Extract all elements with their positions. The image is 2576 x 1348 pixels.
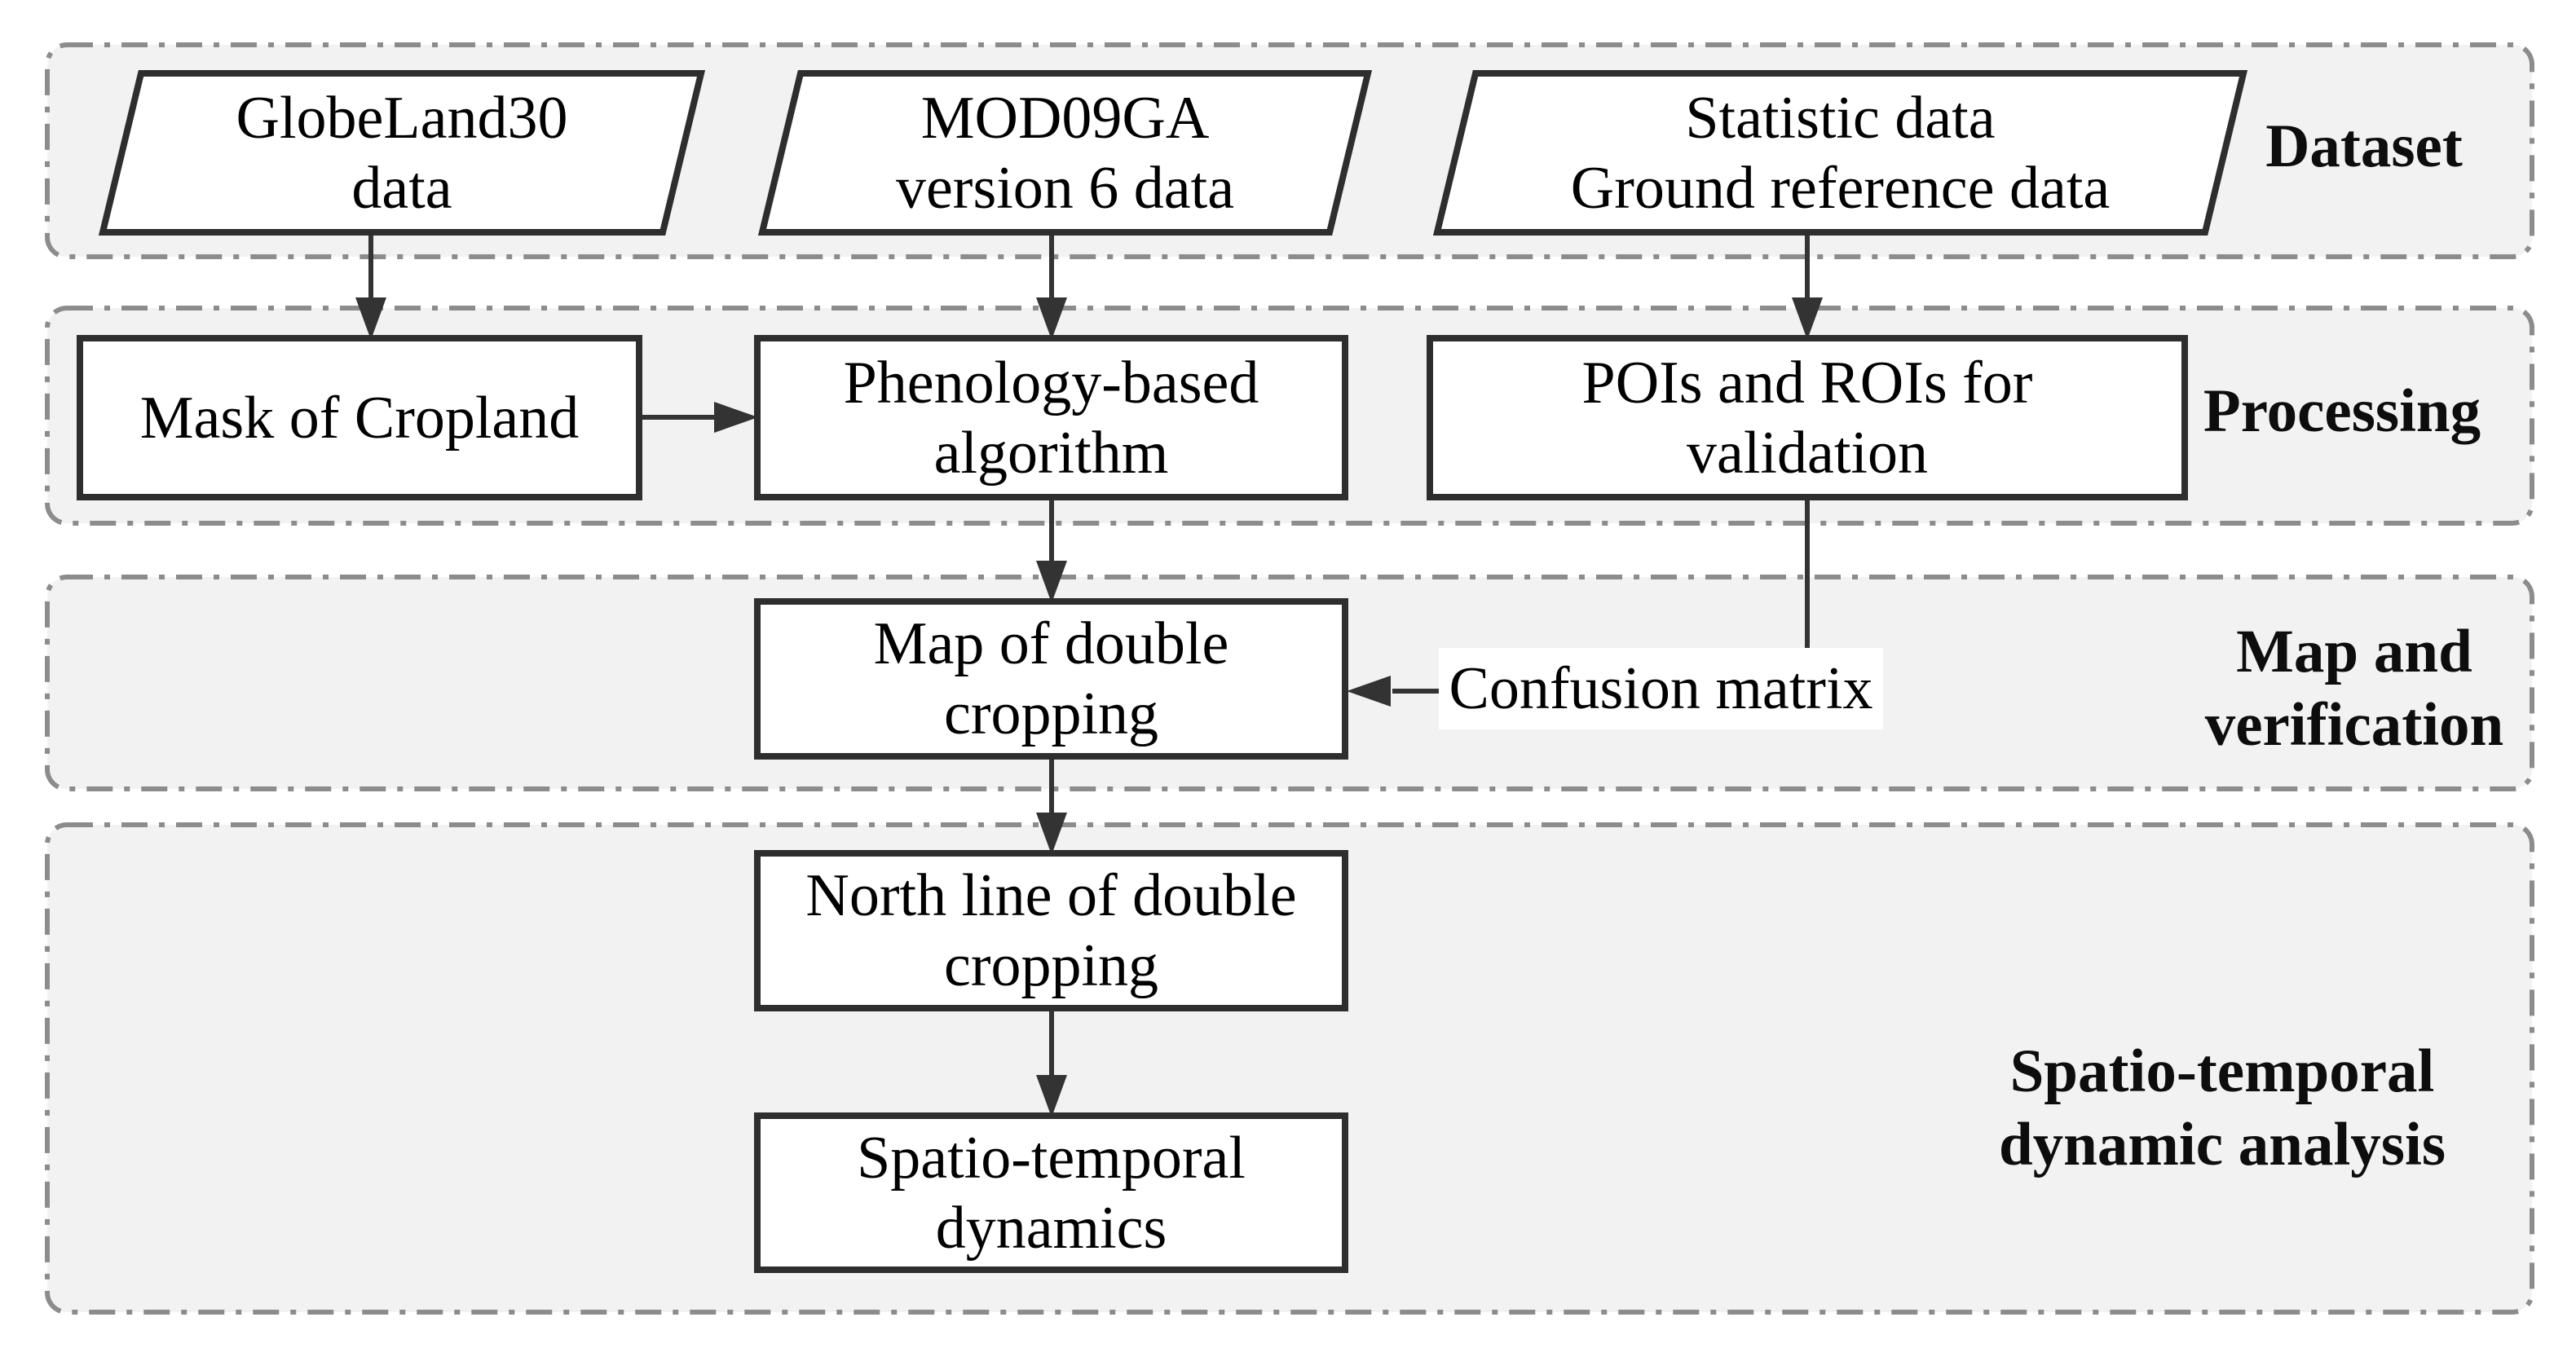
node-map-double-cropping-label: Map of double cropping [873, 610, 1229, 747]
arrow-northline-to-spatio-head [1036, 1075, 1067, 1117]
arrow-map-to-northline-head [1036, 813, 1067, 855]
node-pois-rois-label: POIs and ROIs for validation [1581, 349, 2033, 487]
arrow-globeland30-to-mask-head [355, 297, 386, 340]
rect-mask-cropland [77, 335, 642, 500]
node-statistic-data-label: Statistic data Ground reference data [1570, 84, 2111, 222]
rect-map-double-cropping [754, 598, 1348, 760]
parallelogram-mod09ga [757, 70, 1373, 236]
band-label-spatio-analysis: Spatio-temporal dynamic analysis [1998, 1037, 2446, 1178]
arrow-confusion-to-map-head [1347, 676, 1391, 707]
rect-spatio-dynamics [754, 1112, 1348, 1273]
arrow-mask-to-phenology-head [714, 402, 758, 433]
band-spatio-analysis-box [45, 822, 2534, 1315]
node-mask-cropland-label: Mask of Cropland [139, 384, 580, 452]
node-mod09ga-label: MOD09GA version 6 data [895, 84, 1235, 222]
band-label-dataset: Dataset [2265, 112, 2463, 180]
rect-pois-rois [1427, 335, 2188, 500]
parallelogram-globeland30 [98, 70, 706, 236]
arrow-statistic-to-pois-head [1792, 297, 1823, 340]
band-label-processing: Processing [2203, 377, 2481, 445]
band-label-map-verification: Map and verification [2204, 618, 2504, 759]
arrow-phenology-to-map-head [1036, 561, 1067, 603]
rect-north-line [754, 850, 1348, 1011]
node-spatio-dynamics-label: Spatio-temporal dynamics [857, 1124, 1246, 1262]
node-phenology-label: Phenology-based algorithm [843, 349, 1259, 487]
arrow-mod09ga-to-phenology-head [1036, 297, 1067, 340]
node-confusion-matrix-label: Confusion matrix [1439, 648, 1883, 729]
node-north-line-label: North line of double cropping [805, 862, 1297, 999]
parallelogram-statistic-data [1432, 70, 2248, 236]
rect-phenology-algorithm [754, 335, 1348, 500]
node-globeland30-label: GlobeLand30 data [236, 84, 568, 222]
